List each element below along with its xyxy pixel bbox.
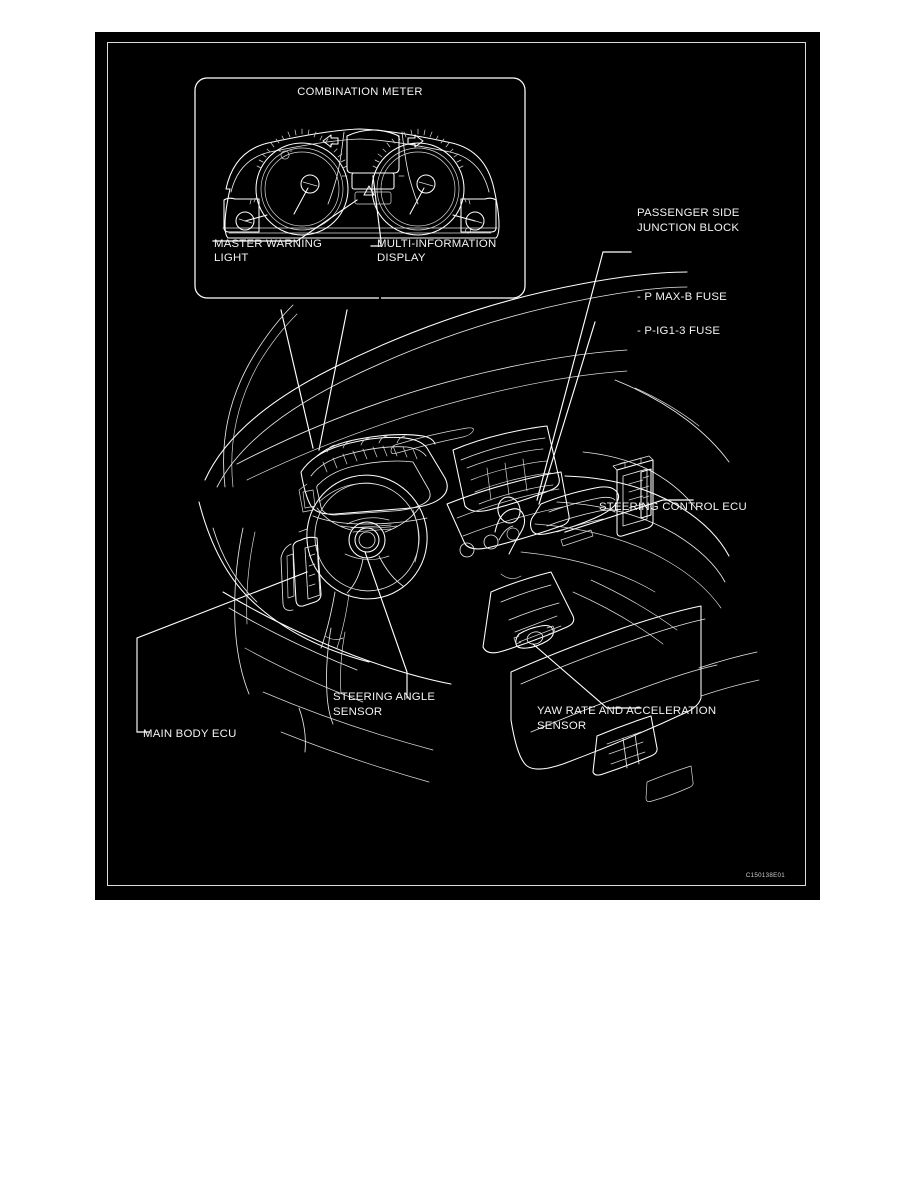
svg-text:- P-IG1-3 FUSE: - P-IG1-3 FUSE	[637, 325, 720, 337]
label-yaw-rate-sensor: YAW RATE AND ACCELERATION SENSOR	[537, 705, 716, 732]
yaw-rate-sensor-component	[513, 624, 556, 649]
svg-text:STEERING ANGLE: STEERING ANGLE	[333, 691, 435, 703]
svg-text:DISPLAY: DISPLAY	[377, 252, 426, 264]
combination-meter-illustration	[222, 128, 500, 239]
leader-yaw-rate-sensor	[532, 643, 642, 709]
svg-text:SENSOR: SENSOR	[333, 706, 382, 718]
callout-label-master-warning-light: MASTER WARNING LIGHT	[214, 238, 322, 264]
svg-text:MASTER WARNING: MASTER WARNING	[214, 238, 322, 250]
diagram-artwork: COMBINATION METER	[136, 77, 785, 879]
diagram-panel: COMBINATION METER	[95, 32, 820, 900]
svg-text:JUNCTION BLOCK: JUNCTION BLOCK	[637, 222, 739, 234]
svg-text:MULTI-INFORMATION: MULTI-INFORMATION	[377, 238, 496, 250]
svg-text:LIGHT: LIGHT	[214, 252, 249, 264]
callout-box-title: COMBINATION METER	[297, 86, 422, 98]
svg-text:SENSOR: SENSOR	[537, 720, 586, 732]
dashboard-illustration	[198, 271, 760, 802]
steering-control-ecu-component	[529, 486, 620, 547]
main-body-ecu-component	[280, 528, 322, 611]
label-passenger-side-junction-block: PASSENGER SIDE JUNCTION BLOCK - P MAX-B …	[637, 207, 740, 337]
passenger-side-junction-block-component	[612, 455, 654, 537]
leader-steering-angle-sensor	[364, 551, 408, 699]
svg-text:- P MAX-B FUSE: - P MAX-B FUSE	[637, 291, 727, 303]
callout-label-multi-information-display: MULTI-INFORMATION DISPLAY	[377, 238, 496, 264]
reference-code: C150138E01	[746, 872, 785, 879]
leader-passenger-side-junction-block	[536, 251, 632, 501]
svg-text:PASSENGER SIDE: PASSENGER SIDE	[637, 207, 740, 219]
label-steering-control-ecu: STEERING CONTROL ECU	[599, 501, 747, 513]
combination-meter-callout-box	[194, 77, 526, 451]
leader-main-body-ecu	[136, 571, 308, 733]
panel-inner-border	[107, 42, 806, 886]
leader-steering-control-ecu	[564, 499, 694, 533]
leader-multi-information-display	[372, 175, 382, 242]
label-steering-angle-sensor: STEERING ANGLE SENSOR	[333, 691, 435, 718]
label-main-body-ecu: MAIN BODY ECU	[143, 728, 237, 740]
svg-text:YAW RATE AND ACCELERATION: YAW RATE AND ACCELERATION	[537, 705, 716, 717]
